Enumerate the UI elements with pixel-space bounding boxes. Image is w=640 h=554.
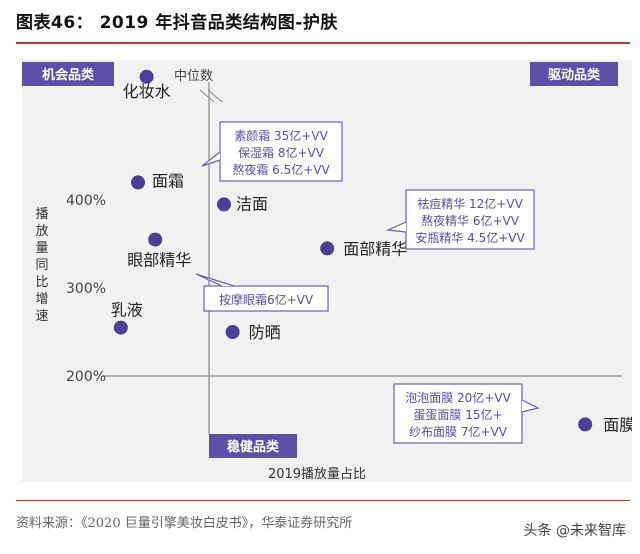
callout-text: 按摩眼霜6亿+VV bbox=[219, 292, 314, 307]
callout-text: 熬夜精华 6亿+VV bbox=[421, 213, 520, 228]
y-axis-label-char: 增 bbox=[35, 292, 48, 307]
data-point-label: 化妆水 bbox=[123, 82, 171, 101]
data-point bbox=[113, 320, 128, 335]
callout-box bbox=[393, 383, 523, 444]
data-point-label: 面部精华 bbox=[343, 239, 407, 258]
median-break-mark bbox=[199, 89, 215, 103]
median-break-mark bbox=[207, 89, 223, 103]
data-point bbox=[139, 69, 154, 84]
y-axis-label-char: 同 bbox=[35, 258, 48, 273]
y-axis-label-char: 比 bbox=[35, 275, 48, 290]
callout-box bbox=[405, 189, 535, 250]
y-axis-label-char: 量 bbox=[35, 241, 48, 256]
quadrant-label-stable-bg bbox=[209, 434, 297, 458]
data-point-label: 洁面 bbox=[236, 194, 268, 213]
data-point-label: 乳液 bbox=[111, 301, 143, 320]
callout-pointer bbox=[195, 273, 235, 287]
data-point bbox=[217, 197, 231, 212]
callout-text: 祛痘精华 12亿+VV bbox=[417, 196, 523, 211]
median-label: 中位数 bbox=[174, 69, 213, 84]
callout-text: 素颜霜 35亿+VV bbox=[234, 128, 328, 143]
callout-pointer bbox=[385, 221, 407, 233]
source-note: 资料来源：《2020 巨量引擎美妆白皮书》，华泰证券研究所 bbox=[16, 516, 353, 531]
data-point bbox=[320, 241, 335, 256]
data-point-label: 眼部精华 bbox=[127, 251, 191, 270]
callout-text: 纱布面膜 7亿+VV bbox=[409, 424, 508, 439]
callout-text: 安瓶精华 4.5亿+VV bbox=[415, 230, 525, 245]
title-divider bbox=[16, 42, 630, 44]
callout-text: 泡泡面膜 20亿+VV bbox=[405, 390, 511, 405]
quadrant-label-opportunity: 机会品类 bbox=[42, 67, 95, 83]
y-axis-label-char: 速 bbox=[35, 309, 48, 324]
y-axis-label-char: 放 bbox=[35, 224, 48, 239]
y-tick-label: 400% bbox=[66, 193, 106, 209]
quadrant-label-driver-bg bbox=[530, 62, 618, 86]
callout-text: 熬夜霜 6.5亿+VV bbox=[232, 162, 330, 177]
callout-box bbox=[203, 285, 329, 312]
x-axis-label: 2019播放量占比 bbox=[268, 467, 366, 482]
figure-title: 图表46： 2019 年抖音品类结构图-护肤 bbox=[16, 13, 338, 33]
data-point-label: 面膜 bbox=[603, 415, 632, 434]
footer-divider bbox=[16, 500, 630, 501]
data-point bbox=[131, 175, 145, 190]
callout-pointer bbox=[521, 399, 540, 413]
quadrant-label-driver: 驱动品类 bbox=[548, 67, 601, 83]
y-axis-label-char: 播 bbox=[35, 207, 48, 222]
callout-pointer bbox=[201, 151, 221, 167]
data-point bbox=[225, 325, 240, 339]
callout-text: 保湿霜 8亿+VV bbox=[238, 145, 325, 160]
y-tick-label: 300% bbox=[66, 281, 106, 297]
data-point bbox=[148, 232, 163, 247]
quadrant-label-opportunity-bg bbox=[22, 62, 114, 86]
data-point-label: 面霜 bbox=[152, 171, 184, 190]
quadrant-label-stable: 稳健品类 bbox=[227, 439, 280, 455]
data-point-label: 防晒 bbox=[249, 323, 281, 342]
callout-text: 蛋蛋面膜 15亿+ bbox=[413, 407, 502, 422]
y-tick-label: 200% bbox=[66, 369, 106, 385]
chart-area: 中位数 400% 300% 200% 播放量同比增速 2019播放量占比 机会品类 驱动品类稳… bbox=[22, 60, 632, 482]
data-point bbox=[578, 417, 593, 432]
watermark: 头条 @未来智库 bbox=[523, 523, 626, 539]
callout-box bbox=[219, 121, 343, 182]
